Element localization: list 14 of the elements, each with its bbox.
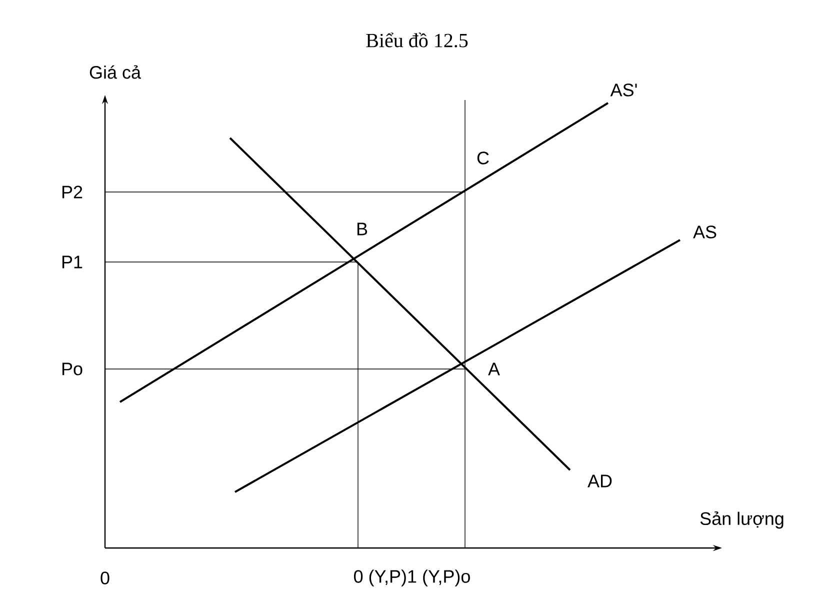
point-label: B (355, 222, 369, 236)
origin-label: 0 (99, 570, 111, 586)
axis-label: Giá cả (88, 64, 142, 80)
curve-label: AS (692, 224, 718, 240)
tick-label: P2 (60, 184, 84, 200)
tick-label: Po (60, 362, 84, 376)
point-label: A (487, 362, 501, 376)
tick-label: P1 (60, 254, 84, 270)
curve-label: AD (586, 474, 614, 488)
curve-label: AS' (609, 82, 639, 98)
point-label: C (476, 150, 490, 166)
axis-label: Sản lượng (698, 510, 786, 530)
chart-title: Biểu đồ 12.5 (366, 32, 468, 48)
tick-label: 0 (Y,P)1 (Y,P)o (352, 568, 472, 588)
